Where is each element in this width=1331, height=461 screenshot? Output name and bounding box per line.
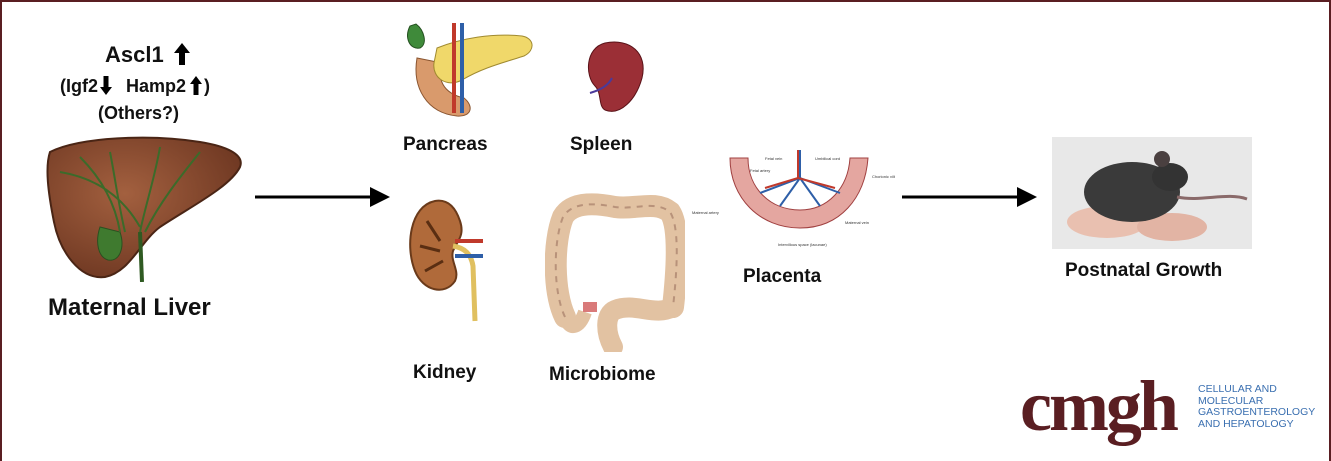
placenta-illustration: Fetal vein Umbilical cord Fetal artery C… xyxy=(690,148,895,258)
pancreas-label: Pancreas xyxy=(403,134,488,156)
svg-text:Umbilical cord: Umbilical cord xyxy=(815,156,840,161)
gene-others: (Others?) xyxy=(98,103,179,124)
down-arrow-icon xyxy=(100,76,112,95)
logo-line: CELLULAR AND xyxy=(1198,384,1315,396)
up-arrow-icon xyxy=(174,43,190,65)
spleen-label: Spleen xyxy=(570,134,632,156)
placenta-label: Placenta xyxy=(743,266,821,288)
kidney-label: Kidney xyxy=(413,362,476,384)
svg-text:Chorionic villus: Chorionic villus xyxy=(872,174,895,179)
logo-line: AND HEPATOLOGY xyxy=(1198,419,1315,431)
svg-text:Maternal vein: Maternal vein xyxy=(845,220,869,225)
gene-igf2-hamp2: (Igf2Hamp2) xyxy=(60,76,210,97)
svg-text:Fetal artery: Fetal artery xyxy=(750,168,770,173)
logo-line: GASTROENTEROLOGY xyxy=(1198,407,1315,419)
svg-text:Intervillous space (lacunae): Intervillous space (lacunae) xyxy=(778,242,827,247)
arrow-placenta-to-growth xyxy=(902,186,1037,208)
gene-ascl1: Ascl1 xyxy=(105,42,190,68)
arrow-liver-to-organs xyxy=(255,186,390,208)
microbiome-illustration xyxy=(545,192,685,352)
liver-illustration xyxy=(40,132,250,282)
spleen-illustration xyxy=(580,38,650,118)
up-arrow-icon xyxy=(190,76,202,95)
cmgh-logo-wordmark: cmgh xyxy=(1020,370,1176,442)
microbiome-label: Microbiome xyxy=(549,364,656,386)
pancreas-illustration xyxy=(402,18,537,123)
kidney-illustration xyxy=(405,196,490,326)
mouse-with-pups-photo xyxy=(1052,137,1252,249)
svg-text:Fetal vein: Fetal vein xyxy=(765,156,782,161)
postnatal-growth-label: Postnatal Growth xyxy=(1065,260,1222,282)
svg-text:Maternal artery: Maternal artery xyxy=(692,210,719,215)
maternal-liver-label: Maternal Liver xyxy=(48,294,211,322)
cmgh-logo-text: CELLULAR AND MOLECULAR GASTROENTEROLOGY … xyxy=(1198,384,1315,430)
